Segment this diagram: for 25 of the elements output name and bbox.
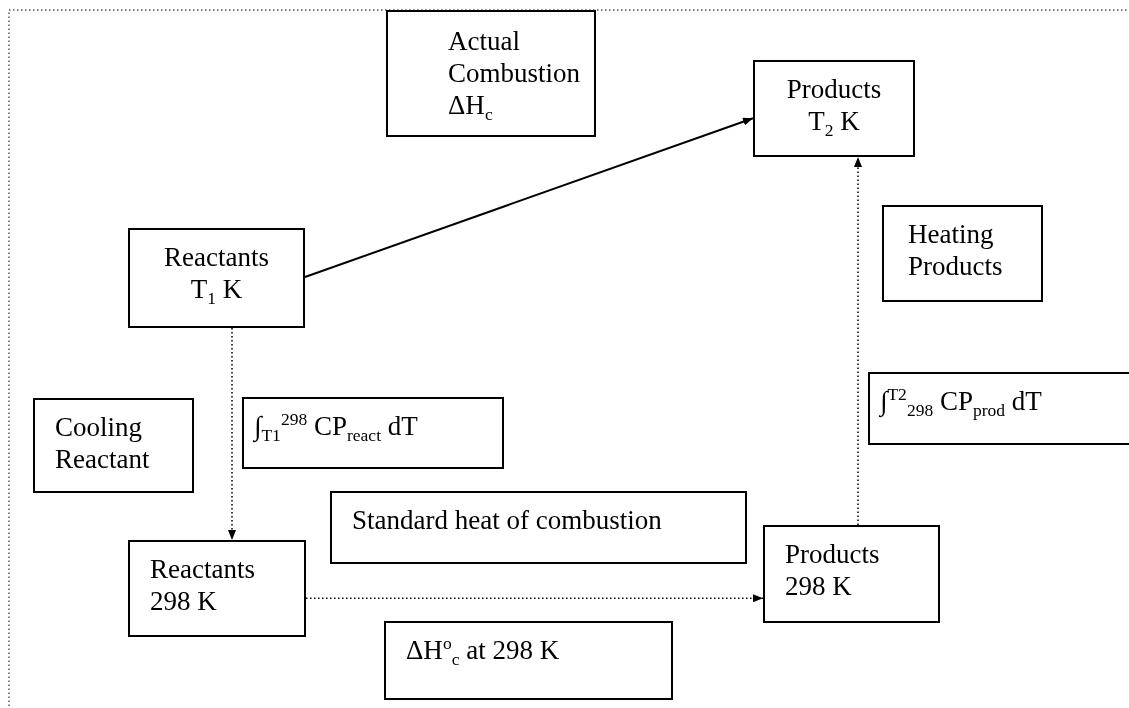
box-text: Reactants T$_{1}$ K [163, 242, 270, 306]
box-text: Actual Combustion ΔH$_{c}$ [448, 26, 582, 122]
text-box [33, 398, 194, 493]
text-box [128, 228, 305, 328]
text-box [242, 397, 504, 469]
box-text: Heating Products [908, 219, 1004, 283]
box-text: Reactants 298 K [150, 554, 256, 618]
arrow [854, 156, 862, 526]
text-box [386, 10, 596, 137]
box-text: Products 298 K [785, 539, 881, 603]
text-box [128, 540, 306, 637]
box-text: ∫$_{T1}$$^{298}$ CP$_{react}$ dT [254, 411, 419, 443]
box-text: Products T$_{2}$ K [785, 74, 883, 138]
text-box [330, 491, 747, 564]
arrow [304, 117, 754, 278]
box-text: Standard heat of combustion [352, 505, 663, 537]
text-box [868, 372, 1129, 445]
text-box [753, 60, 915, 157]
box-text: Cooling Reactant [55, 412, 151, 476]
arrow [228, 327, 236, 541]
box-text: ΔH$^{o}$$_{c}$ at 298 K [406, 635, 561, 667]
text-box [763, 525, 940, 623]
box-text: ∫$^{T2}$$_{298}$ CP$_{prod}$ dT [880, 386, 1043, 418]
text-box [882, 205, 1043, 302]
text-box [384, 621, 673, 700]
